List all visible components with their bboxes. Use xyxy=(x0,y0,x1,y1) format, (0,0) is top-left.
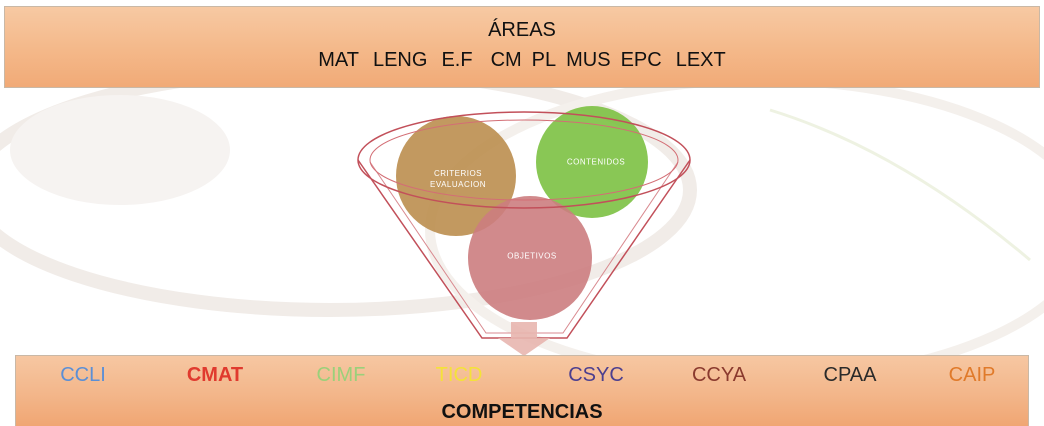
areas-title: ÁREAS xyxy=(488,19,556,41)
areas-banner: ÁREAS MAT LENG E.F CM PL MUS EPC LEXT xyxy=(4,6,1040,88)
competencia-csyc: CSYC xyxy=(568,364,624,386)
area-item-leng: LENG xyxy=(372,49,428,71)
area-item-mat: MAT xyxy=(318,49,359,71)
areas-list: MAT LENG E.F CM PL MUS EPC LEXT xyxy=(5,49,1039,72)
circle-objetivos xyxy=(468,196,592,320)
competencia-cpaa: CPAA xyxy=(823,364,877,386)
area-item-pl: PL xyxy=(531,49,557,71)
competencia-cimf: CIMF xyxy=(316,364,366,386)
competencia-cmat: CMAT xyxy=(186,364,244,386)
area-item-cm: CM xyxy=(490,49,522,71)
circle-criterios-evaluacion xyxy=(396,116,516,236)
down-arrow-icon xyxy=(498,322,550,356)
area-item-ef: E.F xyxy=(441,49,473,71)
circle-contenidos xyxy=(536,106,648,218)
funnel-rim-inner xyxy=(369,119,679,201)
area-item-epc: EPC xyxy=(620,49,662,71)
circle-objetivos-label: OBJETIVOS xyxy=(507,251,557,261)
competencia-ccli: CCLI xyxy=(60,364,106,386)
competencia-ccya: CCYA xyxy=(691,364,747,386)
circle-contenidos-label: CONTENIDOS xyxy=(566,157,626,167)
funnel-rim-outer xyxy=(357,111,691,209)
competencias-title: COMPETENCIAS xyxy=(441,401,603,423)
competencia-ticd: TICD xyxy=(435,364,483,386)
area-item-lext: LEXT xyxy=(675,49,726,71)
competencia-caip: CAIP xyxy=(948,364,996,386)
competencias-banner: CCLI CMAT CIMF TICD CSYC CCYA CPAA CAIP … xyxy=(15,355,1029,426)
area-item-mus: MUS xyxy=(566,49,611,71)
circle-criterios-label: CRITERIOS EVALUACION xyxy=(430,169,486,189)
